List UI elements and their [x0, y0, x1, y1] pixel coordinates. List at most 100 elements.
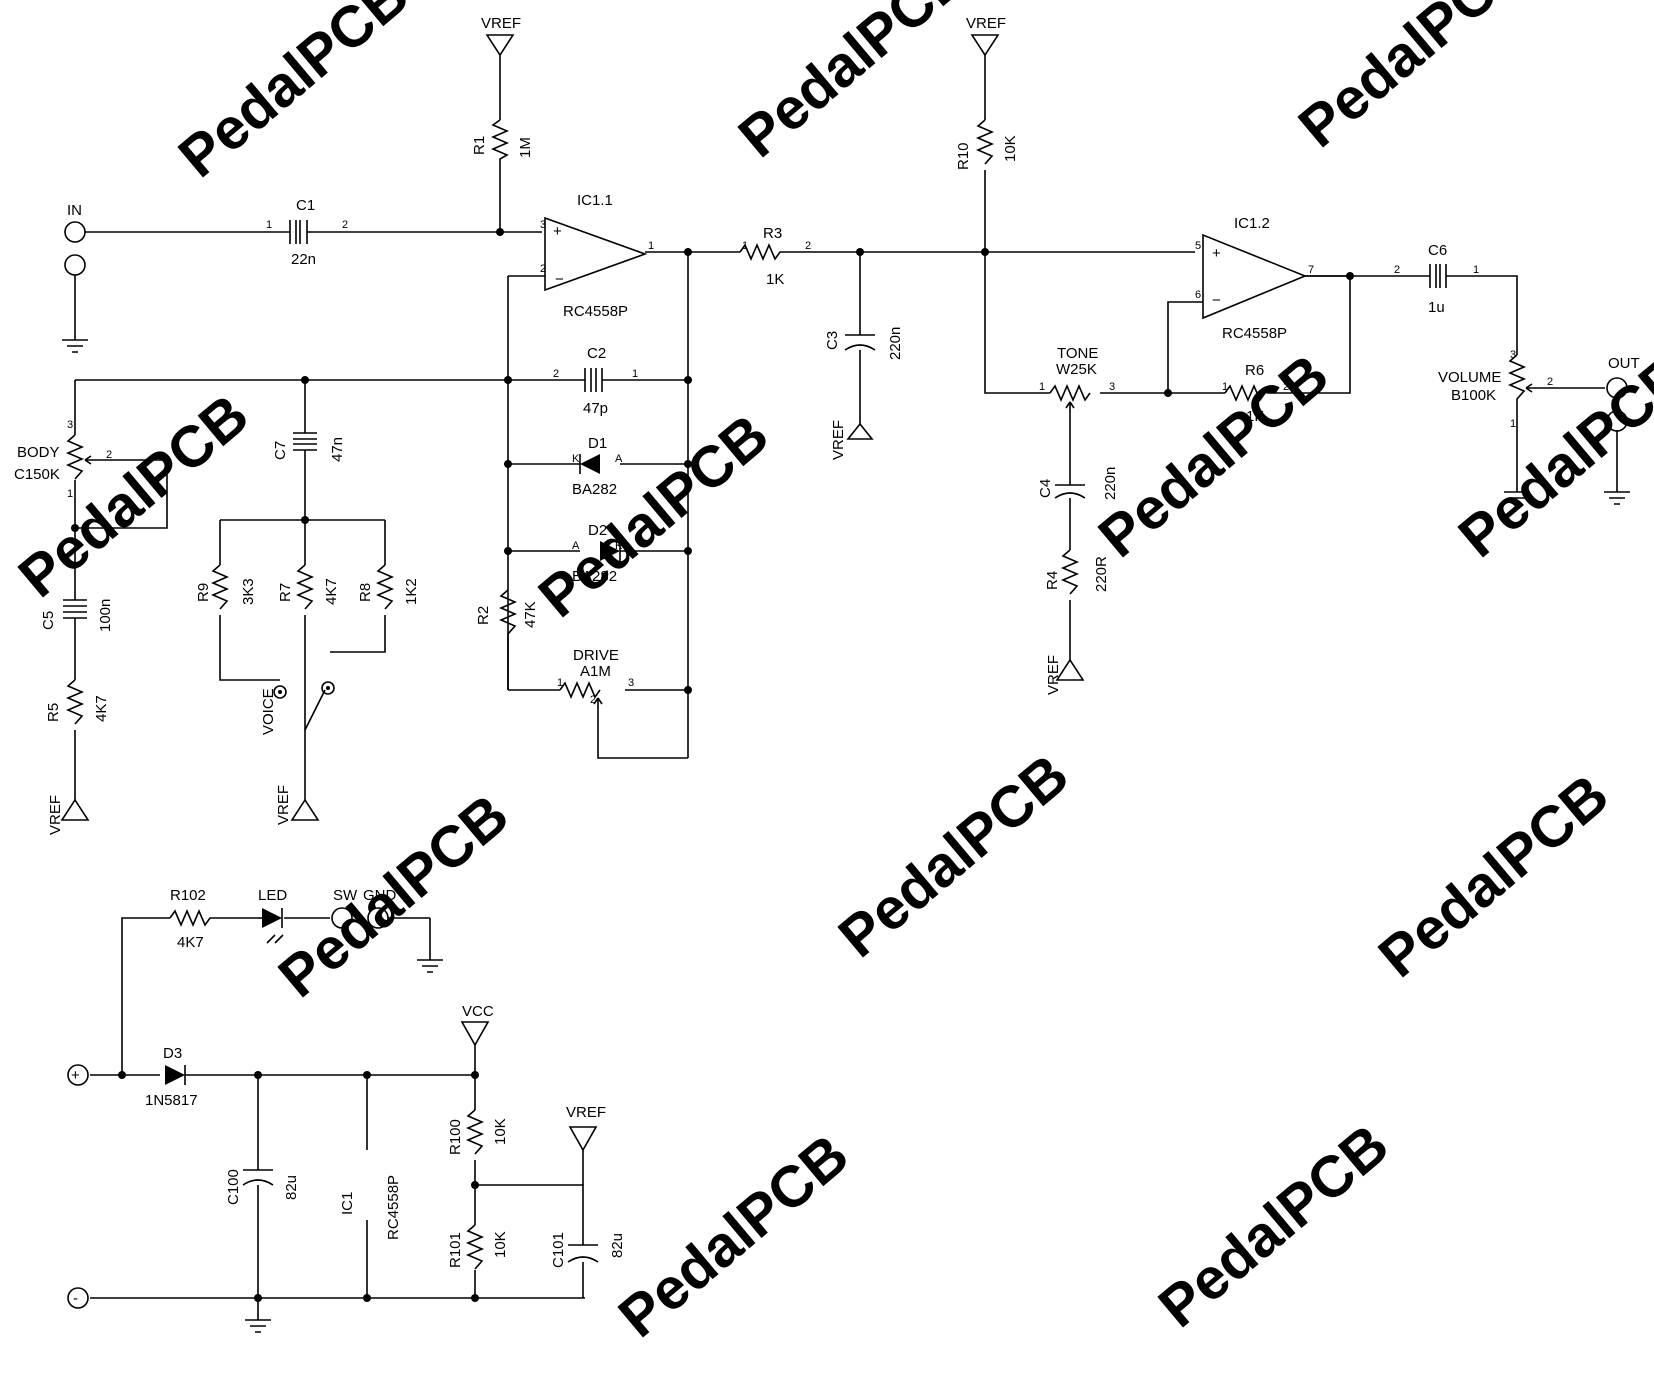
- svg-text:C5: C5: [40, 611, 57, 630]
- svg-text:1K: 1K: [766, 271, 784, 288]
- svg-text:1: 1: [1039, 381, 1045, 393]
- svg-text:C150K: C150K: [14, 466, 60, 483]
- svg-text:C6: C6: [1428, 242, 1447, 259]
- svg-text:220R: 220R: [1093, 556, 1110, 592]
- input-jack: IN: [64, 202, 86, 276]
- svg-text:K: K: [615, 540, 623, 552]
- c100-body: [242, 1169, 274, 1186]
- svg-text:PedalPCB: PedalPCB: [527, 402, 781, 630]
- svg-text:R5: R5: [45, 703, 62, 722]
- body-pot: [65, 434, 85, 480]
- output-jack: OUT: [1606, 355, 1640, 432]
- svg-text:1: 1: [266, 219, 272, 231]
- r10-body: [975, 119, 995, 165]
- svg-text:2: 2: [106, 449, 112, 461]
- svg-text:1u: 1u: [1428, 299, 1445, 316]
- vcc-label: VCC: [462, 1003, 494, 1020]
- svg-text:1K: 1K: [1246, 408, 1264, 425]
- svg-text:+: +: [553, 223, 562, 240]
- svg-text:3: 3: [628, 677, 634, 689]
- svg-text:R3: R3: [763, 225, 782, 242]
- svg-text:IC1.2: IC1.2: [1234, 215, 1270, 232]
- svg-text:47K: 47K: [522, 601, 539, 628]
- svg-text:RC4558P: RC4558P: [385, 1175, 402, 1240]
- svg-text:IC1.1: IC1.1: [577, 192, 613, 209]
- svg-text:82u: 82u: [283, 1175, 300, 1200]
- r6-body: [1224, 383, 1266, 403]
- svg-text:1: 1: [632, 368, 638, 380]
- svg-text:2: 2: [1394, 264, 1400, 276]
- svg-text:R1: R1: [471, 136, 488, 155]
- svg-text:2: 2: [540, 263, 546, 275]
- svg-text:1: 1: [648, 240, 654, 252]
- svg-text:1: 1: [557, 677, 563, 689]
- svg-text:4K7: 4K7: [93, 695, 110, 722]
- vref-label: VREF: [566, 1104, 606, 1121]
- svg-text:PedalPCB: PedalPCB: [1287, 0, 1541, 160]
- svg-text:C101: C101: [550, 1232, 567, 1268]
- svg-text:1K2: 1K2: [403, 578, 420, 605]
- svg-text:−: −: [555, 271, 564, 288]
- svg-text:7: 7: [1308, 264, 1314, 276]
- svg-text:R100: R100: [447, 1119, 464, 1155]
- svg-text:A: A: [615, 453, 623, 465]
- svg-text:R101: R101: [447, 1232, 464, 1268]
- svg-text:22n: 22n: [291, 251, 316, 268]
- svg-text:D1: D1: [588, 435, 607, 452]
- svg-text:47p: 47p: [583, 400, 608, 417]
- svg-text:VOLUME: VOLUME: [1438, 369, 1501, 386]
- svg-text:TONE: TONE: [1057, 345, 1098, 362]
- svg-text:PedalPCB: PedalPCB: [167, 0, 421, 190]
- svg-text:LED: LED: [258, 887, 287, 904]
- svg-text:PedalPCB: PedalPCB: [727, 0, 981, 170]
- svg-text:+: +: [1212, 245, 1221, 262]
- svg-text:3: 3: [67, 419, 73, 431]
- footswitch-terminals: [331, 907, 430, 929]
- svg-text:PedalPCB: PedalPCB: [1367, 762, 1621, 990]
- svg-text:3: 3: [1510, 349, 1516, 361]
- svg-text:C1: C1: [296, 197, 315, 214]
- vref-symbols: [60, 34, 1085, 1152]
- r5-body: [65, 679, 85, 725]
- svg-text:2: 2: [805, 240, 811, 252]
- svg-text:R8: R8: [357, 583, 374, 602]
- svg-text:BA282: BA282: [572, 481, 617, 498]
- svg-text:R10: R10: [955, 142, 972, 170]
- svg-text:R6: R6: [1245, 362, 1264, 379]
- svg-text:R2: R2: [475, 606, 492, 625]
- svg-text:D3: D3: [163, 1045, 182, 1062]
- r8-body: [375, 564, 395, 610]
- tone-pot: [1049, 383, 1091, 403]
- r7-body: [295, 564, 315, 610]
- c6-body: [1429, 264, 1447, 288]
- svg-text:-: -: [73, 1290, 78, 1307]
- svg-text:82u: 82u: [609, 1233, 626, 1258]
- svg-text:1M: 1M: [517, 137, 534, 158]
- c4-body: [1054, 484, 1086, 499]
- voice-switch: [273, 681, 335, 699]
- svg-text:B100K: B100K: [1451, 387, 1496, 404]
- svg-text:1: 1: [1510, 418, 1516, 430]
- r4-body: [1060, 549, 1080, 595]
- svg-text:K: K: [572, 453, 580, 465]
- r1-body: [490, 119, 510, 165]
- svg-text:IC1: IC1: [339, 1192, 356, 1215]
- vref-label: VREF: [47, 795, 64, 835]
- svg-text:R102: R102: [170, 887, 206, 904]
- c7-body: [293, 432, 317, 451]
- opamp-ic12: [1202, 233, 1308, 320]
- svg-text:OUT: OUT: [1608, 355, 1640, 372]
- resistors: [65, 119, 1266, 1270]
- svg-text:3K3: 3K3: [240, 578, 257, 605]
- svg-text:4K7: 4K7: [323, 578, 340, 605]
- opamp-ic11: [544, 216, 648, 292]
- power-terminals: + -: [67, 1064, 89, 1309]
- r101-body: [465, 1224, 485, 1270]
- svg-text:RC4558P: RC4558P: [563, 303, 628, 320]
- svg-text:100n: 100n: [97, 599, 114, 632]
- svg-text:220n: 220n: [887, 327, 904, 360]
- svg-text:2: 2: [590, 694, 596, 706]
- vref-label: VREF: [481, 15, 521, 32]
- svg-text:10K: 10K: [492, 1118, 509, 1145]
